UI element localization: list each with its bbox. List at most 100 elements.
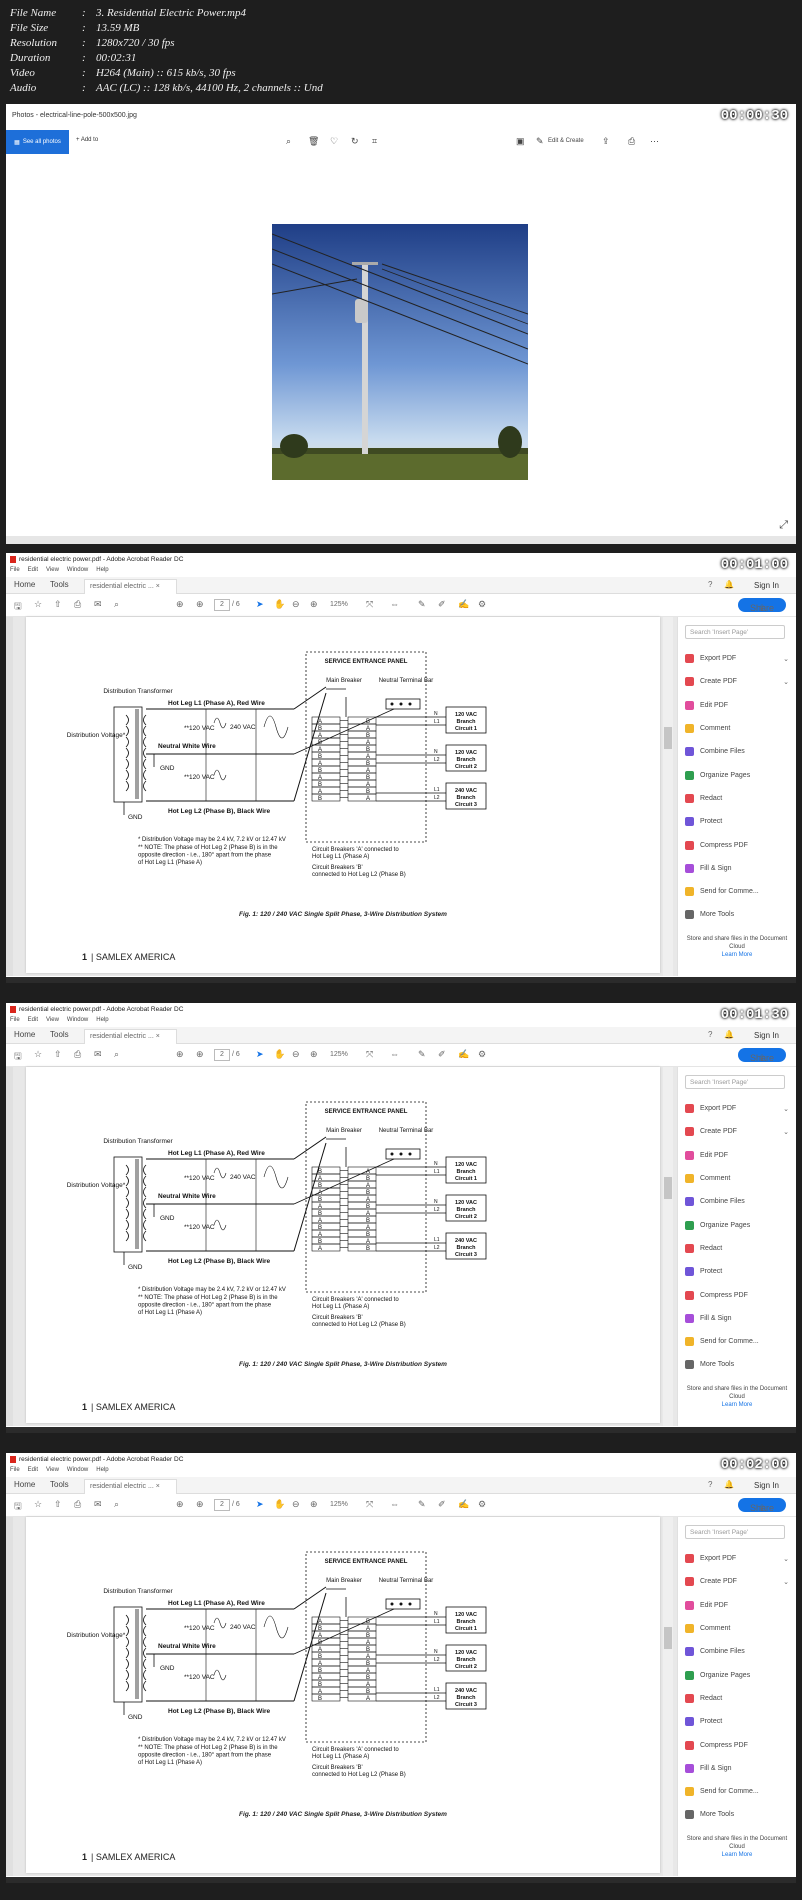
save-icon[interactable]: 🖫 [14,1051,22,1061]
fit-page-icon[interactable]: ⤧ [366,599,374,609]
chevron-down-icon[interactable]: ⌄ [783,1555,789,1563]
share-button[interactable]: ⇪ Share [738,1498,786,1513]
tool-organize-pages[interactable]: Organize Pages [685,1663,789,1686]
comment-icon[interactable]: ✎ [418,1049,426,1059]
stamp-icon[interactable]: ⚙ [478,1049,487,1059]
star-icon[interactable]: ☆ [34,1049,43,1059]
zoom-in-icon[interactable]: ⊕ [310,599,318,609]
search-icon[interactable]: ⌕ [114,1499,120,1509]
rotate-icon[interactable]: ↻ [351,136,359,146]
tool-export-pdf[interactable]: Export PDF⌄ [685,1097,789,1120]
menu-item-edit[interactable]: Edit [27,567,39,573]
zoom-out-icon[interactable]: ⊖ [292,1499,300,1509]
tab-tools[interactable]: Tools [50,1480,69,1489]
tool-create-pdf[interactable]: Create PDF⌄ [685,670,789,693]
tool-send-for-comme[interactable]: Send for Comme... [685,1780,789,1803]
sign-icon[interactable]: ✍ [458,1499,470,1509]
zoom-level[interactable]: 125% [330,601,348,608]
hand-icon[interactable]: ✋ [274,599,286,609]
scroll-thumb[interactable] [664,727,672,749]
tool-combine-files[interactable]: Combine Files [685,1640,789,1663]
tool-protect[interactable]: Protect [685,1260,789,1283]
share-button[interactable]: ⇪ Share [738,598,786,613]
tool-edit-pdf[interactable]: Edit PDF [685,694,789,717]
scroll-mode-icon[interactable]: ⇔ [390,599,399,609]
tool-export-pdf[interactable]: Export PDF⌄ [685,647,789,670]
tab-document[interactable]: residential electric ... × [84,1029,177,1044]
bell-icon[interactable]: 🔔 [724,580,734,589]
tab-document[interactable]: residential electric ... × [84,579,177,594]
tool-comment[interactable]: Comment [685,1167,789,1190]
next-page-icon[interactable]: ⊕ [196,599,204,609]
tool-comment[interactable]: Comment [685,1617,789,1640]
tool-more-tools[interactable]: More Tools [685,903,789,926]
tool-comment[interactable]: Comment [685,717,789,740]
select-icon[interactable]: ➤ [256,1499,264,1509]
next-page-icon[interactable]: ⊕ [196,1049,204,1059]
tool-edit-pdf[interactable]: Edit PDF [685,1144,789,1167]
tool-redact[interactable]: Redact [685,1237,789,1260]
learn-more-link[interactable]: Learn More [721,1852,753,1858]
chevron-down-icon[interactable]: ⌄ [783,678,789,686]
prev-page-icon[interactable]: ⊕ [176,599,184,609]
menu-item-view[interactable]: View [46,567,59,573]
tab-tools[interactable]: Tools [50,580,69,589]
search-tools-input[interactable]: Search 'Insert Page' [685,1075,785,1089]
menu-item-window[interactable]: Window [66,1467,89,1473]
tool-organize-pages[interactable]: Organize Pages [685,763,789,786]
tool-export-pdf[interactable]: Export PDF⌄ [685,1547,789,1570]
scroll-thumb[interactable] [664,1177,672,1199]
menu-item-view[interactable]: View [46,1017,59,1023]
tool-combine-files[interactable]: Combine Files [685,740,789,763]
tool-create-pdf[interactable]: Create PDF⌄ [685,1120,789,1143]
prev-page-icon[interactable]: ⊕ [176,1499,184,1509]
tab-tools[interactable]: Tools [50,1030,69,1039]
scroll-mode-icon[interactable]: ⇔ [390,1499,399,1509]
page-number-input[interactable]: 2 [214,1499,230,1511]
stamp-icon[interactable]: ⚙ [478,599,487,609]
left-panel-toggle[interactable] [6,617,13,976]
highlight-icon[interactable]: ✐ [438,1049,446,1059]
bell-icon[interactable]: 🔔 [724,1480,734,1489]
share-button[interactable]: ⇪ Share [738,1048,786,1063]
save-icon[interactable]: 🖫 [14,601,22,611]
tool-protect[interactable]: Protect [685,810,789,833]
help-icon[interactable]: ? [708,580,713,589]
fullscreen-icon[interactable]: ⤢ [779,519,788,531]
edit-create-label[interactable]: Edit & Create [548,138,584,144]
chevron-down-icon[interactable]: ⌄ [783,1578,789,1586]
edit-create-icon[interactable]: ✎ [536,136,544,146]
sign-in-button[interactable]: Sign In [754,1031,779,1040]
tool-compress-pdf[interactable]: Compress PDF [685,833,789,856]
upload-icon[interactable]: ⇧ [54,599,62,609]
tool-more-tools[interactable]: More Tools [685,1803,789,1826]
tool-more-tools[interactable]: More Tools [685,1353,789,1376]
tab-home[interactable]: Home [14,580,36,589]
help-icon[interactable]: ? [708,1030,713,1039]
search-icon[interactable]: ⌕ [114,599,120,609]
zoom-level[interactable]: 125% [330,1501,348,1508]
next-page-icon[interactable]: ⊕ [196,1499,204,1509]
tool-redact[interactable]: Redact [685,1687,789,1710]
print-icon[interactable]: ⎙ [74,1049,82,1059]
hand-icon[interactable]: ✋ [274,1499,286,1509]
left-panel-toggle[interactable] [6,1517,13,1876]
horizontal-scrollbar[interactable] [6,536,796,544]
sign-icon[interactable]: ✍ [458,599,470,609]
email-icon[interactable]: ✉ [94,1049,102,1059]
help-icon[interactable]: ? [708,1480,713,1489]
menu-item-edit[interactable]: Edit [27,1017,39,1023]
menu-item-view[interactable]: View [46,1467,59,1473]
select-icon[interactable]: ➤ [256,599,264,609]
tool-edit-pdf[interactable]: Edit PDF [685,1594,789,1617]
tool-compress-pdf[interactable]: Compress PDF [685,1733,789,1756]
search-icon[interactable]: ⌕ [114,1049,120,1059]
tab-home[interactable]: Home [14,1030,36,1039]
scroll-thumb[interactable] [664,1627,672,1649]
highlight-icon[interactable]: ✐ [438,599,446,609]
more-icon[interactable]: ⋯ [650,136,659,146]
slideshow-icon[interactable]: ▣ [516,136,525,146]
print-icon[interactable]: ⎙ [74,599,82,609]
fit-page-icon[interactable]: ⤧ [366,1499,374,1509]
vertical-scrollbar[interactable] [663,617,673,976]
